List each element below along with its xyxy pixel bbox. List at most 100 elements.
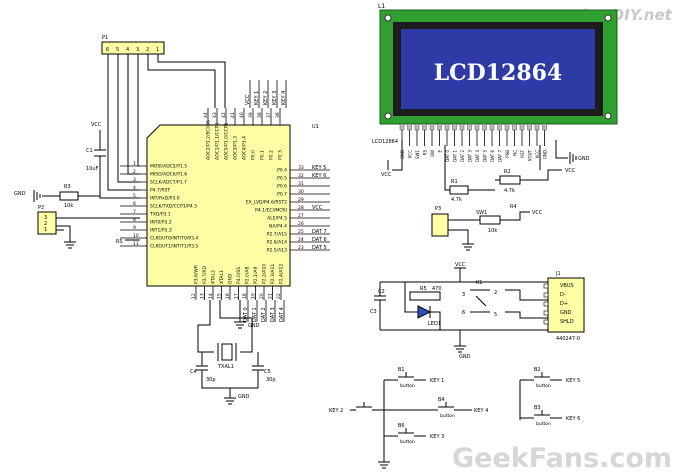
usb-pin-label: VBUS [560,283,574,289]
p2-pin-num: 2 [44,221,47,227]
button-label: button [400,383,415,389]
mcu-pin-num: 9 [133,225,136,231]
lcd-net-label: PSB [505,150,510,158]
button-label: button [440,413,455,419]
c5-ref: C5 [264,369,271,375]
mcu-net-label: KEY 6 [312,173,326,179]
mcu-pin-label: P2.5/A13 [267,248,287,254]
mcu-pin-label: ADC4/P1.4 [242,136,248,160]
r1-val: 4.7k [451,197,462,203]
usb-pin-label: D- [560,292,566,298]
usb-pin-label: SHLD [560,319,574,325]
k1-pin-2: 2 [494,290,497,296]
lcd-pin [399,123,405,131]
lcd-net-label: SW1 [415,150,420,159]
lcd-net-label: GND [543,150,548,159]
lcd-gnd: GND [578,156,590,162]
button-key-net: KEY 1 [430,378,444,384]
mcu-pin-label: P2.4/A12 [279,264,285,284]
lcd-pin [542,123,547,131]
mcu-pin-label: ADC2/P1.2/ECI/SS [206,120,212,160]
mcu-pin-num: 33 [298,165,304,171]
mcu-top-net: KEY 4 [281,91,287,105]
lcd-net-label: E [438,150,443,153]
mcu-pin-num: 32 [298,173,304,179]
mcu-bottom-net: DAT 1 [252,307,258,322]
usb-pin [543,310,549,316]
p1-pin-num: 6 [106,47,109,53]
mcu-pin-label: P0.7 [277,192,287,198]
mcu-pin-label: P0.6 [277,184,287,190]
mcu-pin-label: MISO/ADC6/P1.6 [150,172,187,178]
mcu-pin-label: ADC0/P1.0/CCP1 [224,123,230,160]
mcu-pin-label: P2.1/A9 [253,267,259,284]
mcu-pin-num: 28 [298,205,304,211]
mcu-pin-num: 25 [298,229,304,235]
mcu-pin-label: INT/RxD/P3.0 [150,196,180,202]
mcu-pin-num: 26 [298,221,304,227]
p2-pin-num: 1 [44,227,47,233]
lcd-pin [414,123,420,131]
r1-ref: R1 [451,179,458,185]
usb-pin [543,319,549,325]
lcd-net-label: DAT 6 [490,150,495,162]
gnd-xtal: GND [238,394,250,400]
mcu-pin-num: 44 [203,112,209,118]
mcu-top-net: KEY 2 [263,91,269,105]
mcu-pin-num: 5 [133,193,136,199]
mcu-pin-label: P3.6/WR [194,265,200,284]
lcd-net-label: DAT 7 [498,150,503,162]
r4-ref: R4 [510,204,517,210]
mcu-pin-label: P0.4 [277,168,287,174]
c5-val: 30p [266,377,276,383]
usb-pin [543,301,549,307]
mcu-pin-label: XTAL1 [219,270,225,284]
lcd-net-label: RS [423,150,428,156]
mcu-pin-num: 12 [191,293,197,299]
r3-ref: R3 [64,184,71,190]
lcd-net-label: NC [513,150,518,156]
usb-pin-label: D+ [560,301,568,307]
mcu-bottom-pins: P3.6/WR12P3.7/RD13XTAL214XTAL115GND16P4.… [191,264,285,322]
p2-ref: P2 [38,205,44,211]
lcd-pin [422,123,427,131]
crystal-circuit [196,300,264,405]
mcu-pin-num: 14 [208,293,214,299]
mcu-pin-label: P4.0/SS [236,267,242,284]
mcu-bottom-net: DAT 2 [261,307,267,322]
c3-ref: C3 [370,309,377,315]
mcu-pin-num: 2 [133,169,136,175]
mcu-body [146,124,291,287]
mcu-net-label: VCC [312,205,323,211]
lcd-pin [504,123,510,131]
mcu-ref: U1 [312,124,319,130]
lcd-net-label: DAT 2 [460,150,465,162]
mcu-pin-label: CLKOUT0/INT/T0/P3.4 [150,236,198,242]
k1-pin-6: 6 [462,310,465,316]
r2-ref: R2 [504,169,511,175]
mcu-pin-num: 15 [217,293,223,299]
c1-ref: C1 [86,148,93,154]
lcd-net-label: RST [520,149,525,157]
mcu-pin-num: 36 [275,112,281,118]
p1-pin-num: 5 [116,47,119,53]
button-ref: B3 [534,405,541,411]
mcu-pin-label: P2.2/A10 [262,264,268,284]
mcu-pin-label: P2.7/A15 [267,232,287,238]
lcd-pin [474,123,480,131]
mcu-pin-num: 10 [133,233,139,239]
mcu-pin-num: 4 [133,185,136,191]
mcu-net-label: DAT 5 [312,245,327,251]
mcu-pin-num: 19 [251,293,257,299]
p1-pin-num: 4 [126,47,129,53]
r4-vcc: VCC [532,210,543,216]
lcd-screen-text: LCD12864 [434,60,563,86]
c4-ref: C4 [190,369,197,375]
mcu-top-net: KEY 1 [254,91,260,105]
mcu-pin-label: P2.3/A11 [270,264,276,284]
lcd-net-label: DAT 1 [453,150,458,162]
mcu-pin-num: 20 [259,293,265,299]
mcu-pin-label: P4.7/RST [150,188,170,194]
